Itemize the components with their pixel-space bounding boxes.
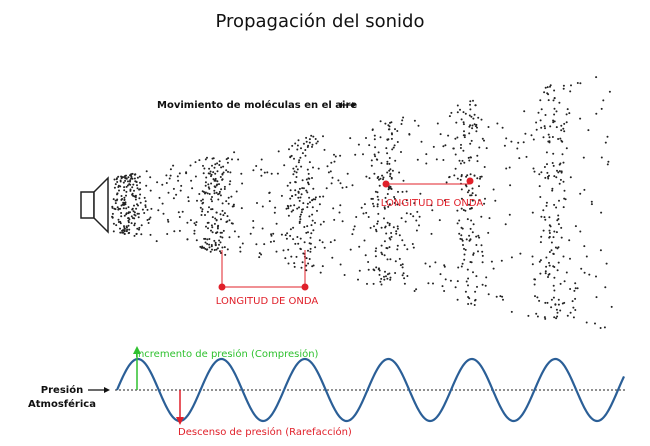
atmospheric-label-line2: Atmosférica [28, 398, 96, 410]
speaker-icon [80, 176, 109, 234]
rarefaction-arrow-icon [176, 390, 184, 425]
pressure-wave [115, 357, 625, 423]
air-molecules [111, 76, 613, 329]
rarefaction-label: Descenso de presión (Rarefacción) [178, 426, 352, 438]
compression-arrow-icon [133, 346, 141, 390]
wavelength-label-upper: LONGITUD DE ONDA [381, 198, 484, 209]
molecule-movement-label: Movimiento de moléculas en el aire [157, 99, 357, 111]
atmospheric-label-line1: Presión [41, 384, 83, 396]
compression-label: Incremento de presión (Compresión) [135, 348, 319, 360]
page-title: Propagación del sonido [216, 11, 425, 32]
wavelength-marker-upper [382, 177, 474, 188]
wavelength-marker-lower [218, 250, 309, 291]
double-arrow-icon [338, 102, 356, 108]
wavelength-label-lower: LONGITUD DE ONDA [216, 296, 319, 307]
arrow-right-icon [88, 387, 110, 393]
